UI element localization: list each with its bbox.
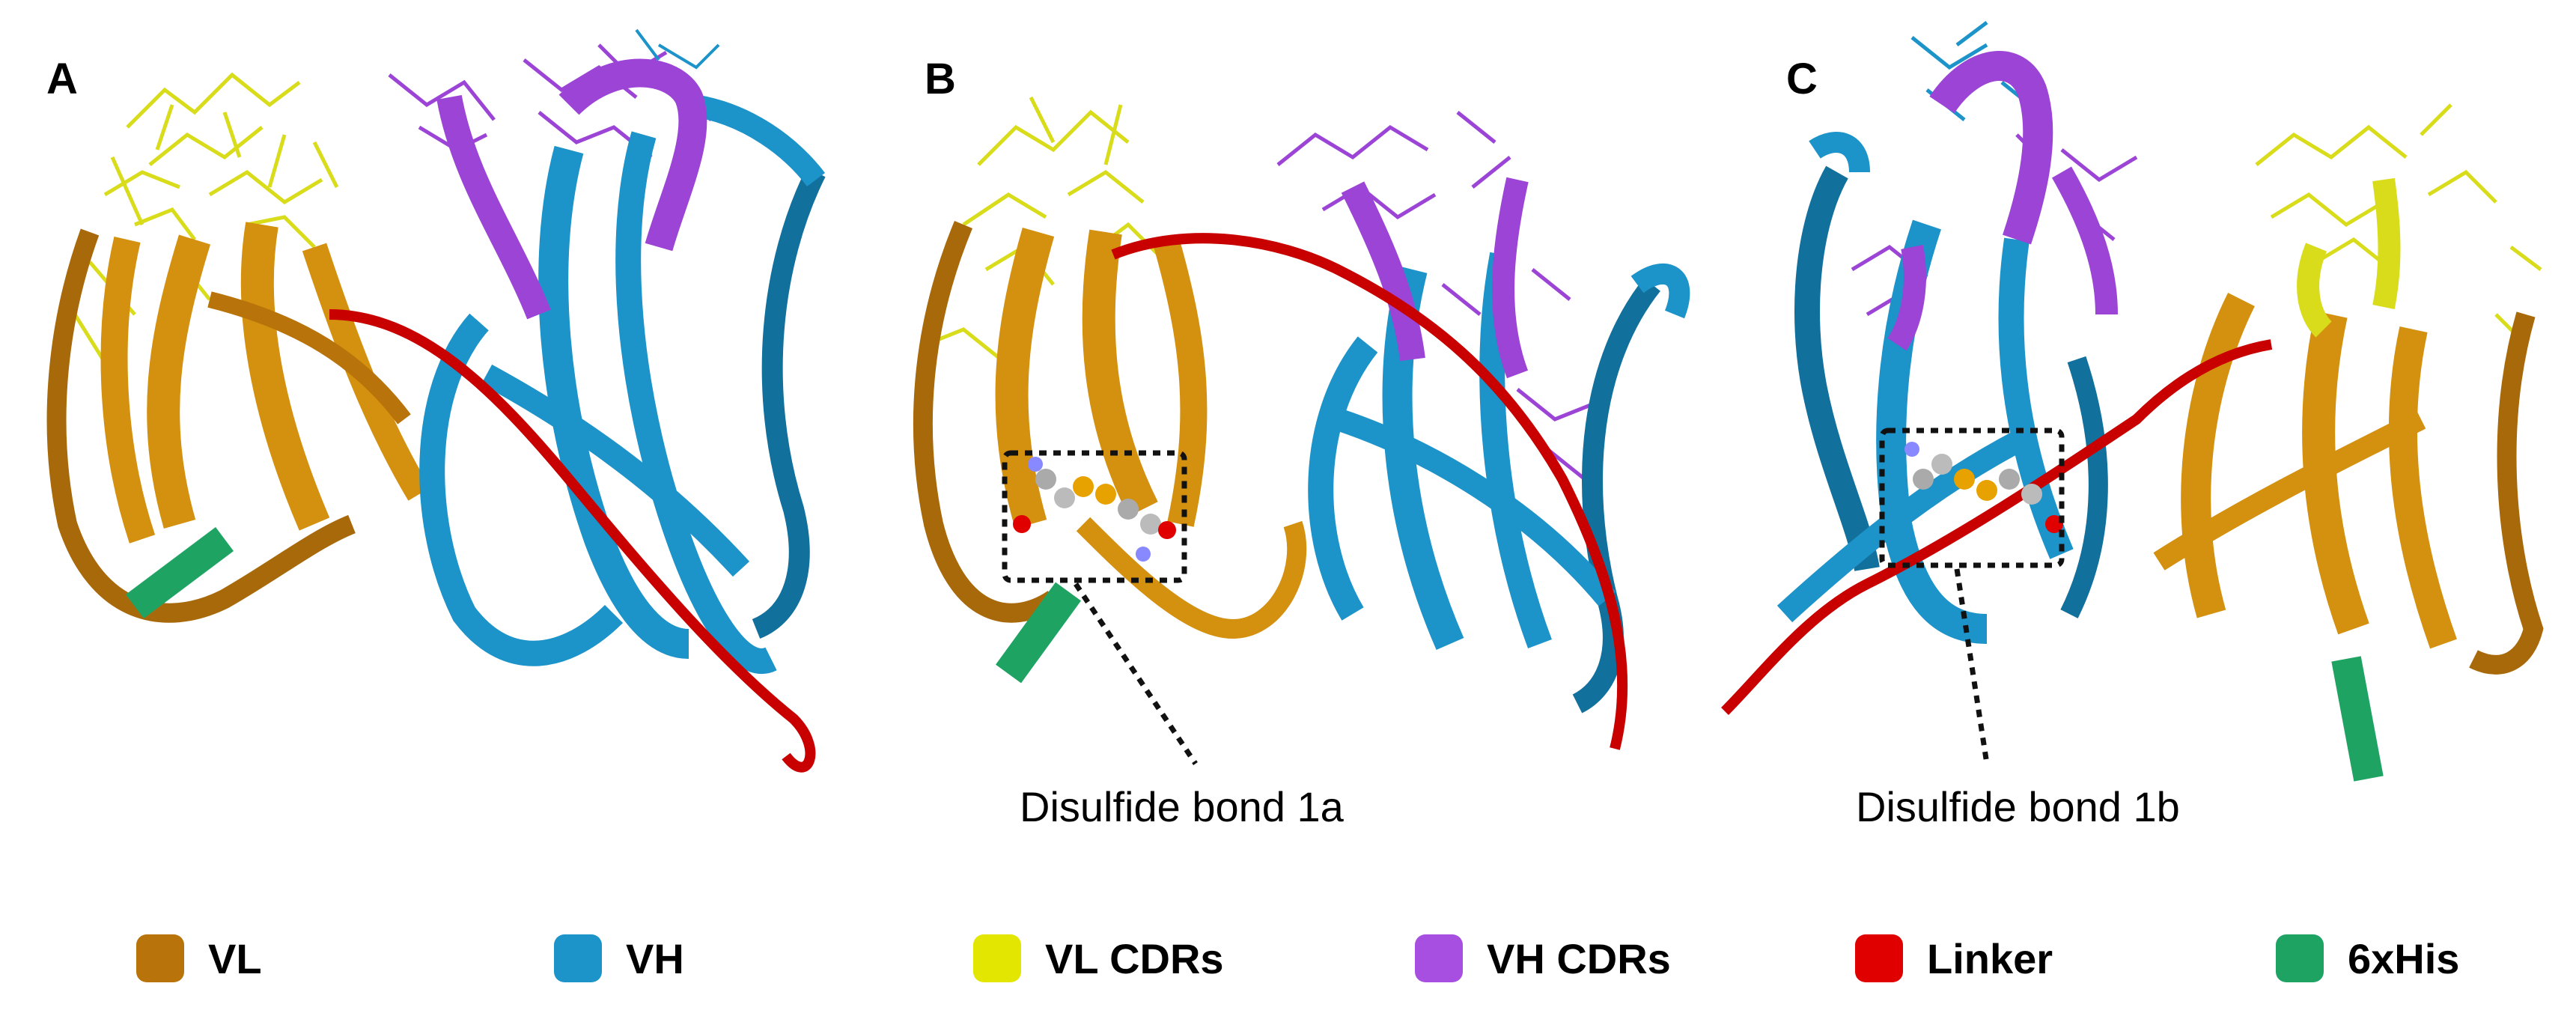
legend-label-linker: Linker <box>1927 934 2053 982</box>
caption-disulfide-1b: Disulfide bond 1b <box>1856 783 2180 830</box>
legend-swatch-vh <box>554 934 602 982</box>
legend-item-linker: Linker <box>1855 928 2053 988</box>
his-tag <box>126 527 234 618</box>
disulfide-box <box>1002 450 1187 583</box>
disulfide-box <box>1879 428 2065 568</box>
caption-disulfide-1a: Disulfide bond 1a <box>1020 783 1344 830</box>
vl-ribbon <box>46 228 356 623</box>
panel-a-structure <box>46 28 826 773</box>
panel-c: C <box>1717 0 2576 846</box>
legend-swatch-6xhis <box>2276 934 2324 982</box>
linker <box>329 309 816 773</box>
disulfide-atoms <box>1013 457 1176 562</box>
legend-label-vh: VH <box>626 934 684 982</box>
legend-label-6xhis: 6xHis <box>2348 934 2460 982</box>
legend-item-vl: VL <box>136 928 262 988</box>
panel-a-label: A <box>46 55 78 103</box>
disulfide-atoms <box>1904 442 2063 533</box>
panel-c-structure <box>1721 21 2544 782</box>
legend-swatch-vh-cdrs <box>1415 934 1463 982</box>
legend-item-vh-cdrs: VH CDRs <box>1415 928 1671 988</box>
legend-swatch-linker <box>1855 934 1903 982</box>
legend-item-6xhis: 6xHis <box>2276 928 2459 988</box>
vh-ribbon <box>419 313 624 666</box>
panel-a: A <box>0 0 859 846</box>
legend-swatch-vl-cdrs <box>973 934 1021 982</box>
panel-c-label: C <box>1786 55 1818 103</box>
legend-label-vl: VL <box>208 934 262 982</box>
legend-label-vl-cdrs: VL CDRs <box>1045 934 1224 982</box>
pointer-line <box>1954 568 1990 764</box>
legend-item-vh: VH <box>554 928 684 988</box>
panel-b-structure <box>913 96 1690 765</box>
legend-label-vh-cdrs: VH CDRs <box>1487 934 1671 982</box>
legend: VL VH VL CDRs VH CDRs Linker 6xHis <box>0 928 2576 1003</box>
legend-item-vl-cdrs: VL CDRs <box>973 928 1224 988</box>
legend-swatch-vl <box>136 934 184 982</box>
linker <box>1721 339 2273 715</box>
panel-b-label: B <box>925 55 956 103</box>
panel-b: B <box>859 0 1717 846</box>
linker <box>1111 233 1628 750</box>
